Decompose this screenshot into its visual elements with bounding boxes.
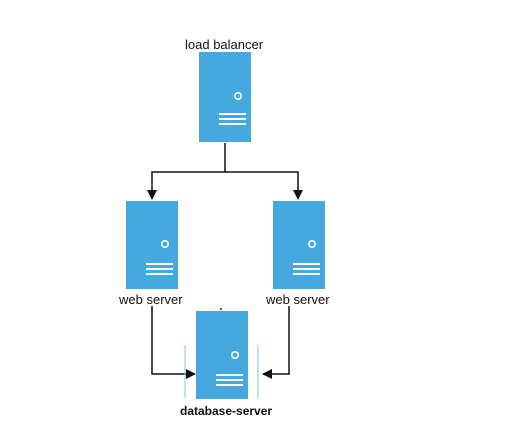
server-slot bbox=[146, 268, 173, 270]
server-icon bbox=[196, 311, 248, 399]
edge-web-left-to-db bbox=[151, 306, 196, 379]
server-slot bbox=[293, 263, 320, 265]
edge-web-right-to-db bbox=[262, 306, 290, 379]
database-guides bbox=[184, 345, 259, 398]
server-body bbox=[199, 52, 251, 142]
server-slot bbox=[219, 113, 246, 115]
node-label-web-server-right: web server bbox=[266, 292, 330, 307]
server-slot bbox=[293, 273, 320, 275]
server-power-light bbox=[230, 350, 239, 359]
server-power-light bbox=[160, 239, 169, 248]
server-slot bbox=[219, 118, 246, 120]
server-slot bbox=[216, 374, 243, 376]
server-slot bbox=[216, 384, 243, 386]
node-label-database-server: database-server bbox=[180, 404, 273, 418]
server-power-light bbox=[307, 239, 316, 248]
server-slot bbox=[216, 379, 243, 381]
edges bbox=[147, 143, 303, 379]
server-icon bbox=[199, 52, 251, 142]
server-icon bbox=[126, 201, 178, 289]
server-slot bbox=[293, 268, 320, 270]
server-body bbox=[126, 201, 178, 289]
server-icon bbox=[273, 201, 325, 289]
server-slot bbox=[146, 273, 173, 275]
edge-lb-to-web-left bbox=[147, 143, 226, 200]
edge-lb-to-web-right bbox=[225, 171, 303, 200]
anchor-dot bbox=[220, 308, 222, 310]
server-power-light bbox=[233, 91, 242, 100]
node-label-load-balancer: load balancer bbox=[185, 37, 264, 52]
server-slot bbox=[146, 263, 173, 265]
server-slot bbox=[219, 123, 246, 125]
node-label-web-server-left: web server bbox=[119, 292, 183, 307]
server-body bbox=[273, 201, 325, 289]
